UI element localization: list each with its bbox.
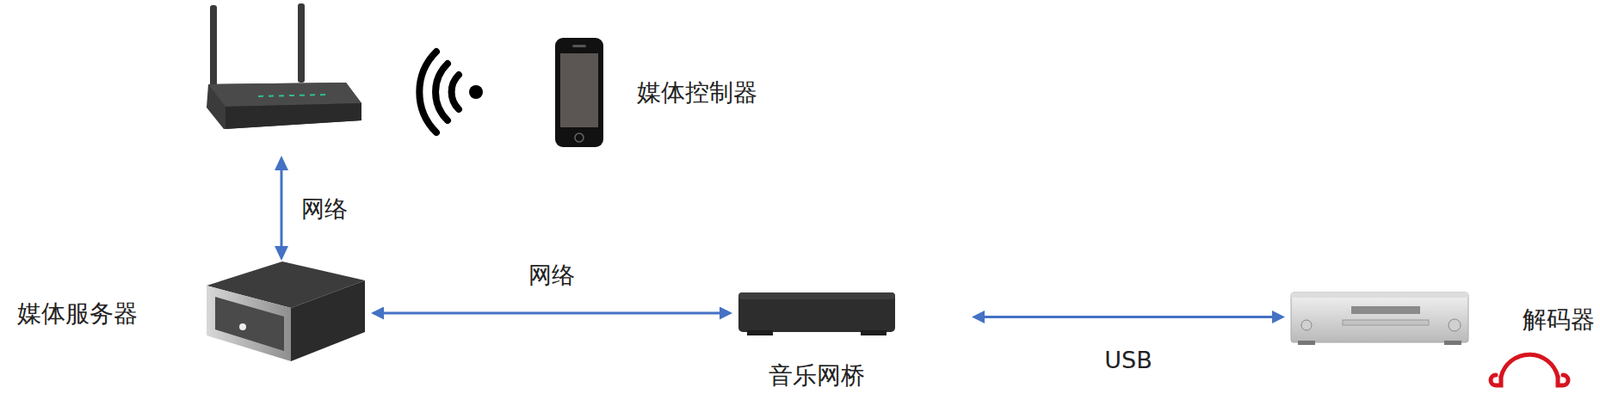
wifi-symbol — [419, 51, 483, 133]
phone-icon — [555, 37, 604, 148]
server-node: 媒体服务器 — [204, 259, 367, 362]
network-connector — [373, 312, 730, 316]
bridge-node: 音乐网桥 — [736, 290, 897, 338]
bridge-icon — [738, 292, 896, 336]
decoder-icon — [1291, 292, 1469, 346]
server-icon — [206, 261, 365, 362]
router-icon — [206, 3, 362, 130]
connector-label: USB — [1101, 346, 1155, 375]
network-arrow — [274, 155, 289, 261]
device-label: 媒体控制器 — [636, 78, 758, 108]
network-label: 网络 — [301, 194, 348, 224]
controller-node: 媒体控制器 — [555, 37, 605, 149]
device-label: 解码器 — [1522, 305, 1595, 335]
decoder-node: 解码器 — [1289, 290, 1471, 346]
connector-label: 网络 — [525, 261, 578, 290]
device-label: 音乐网桥 — [768, 361, 865, 391]
headphone-logo — [1490, 354, 1569, 386]
device-label: 媒体服务器 — [17, 299, 138, 329]
usb-connector — [974, 315, 1283, 319]
